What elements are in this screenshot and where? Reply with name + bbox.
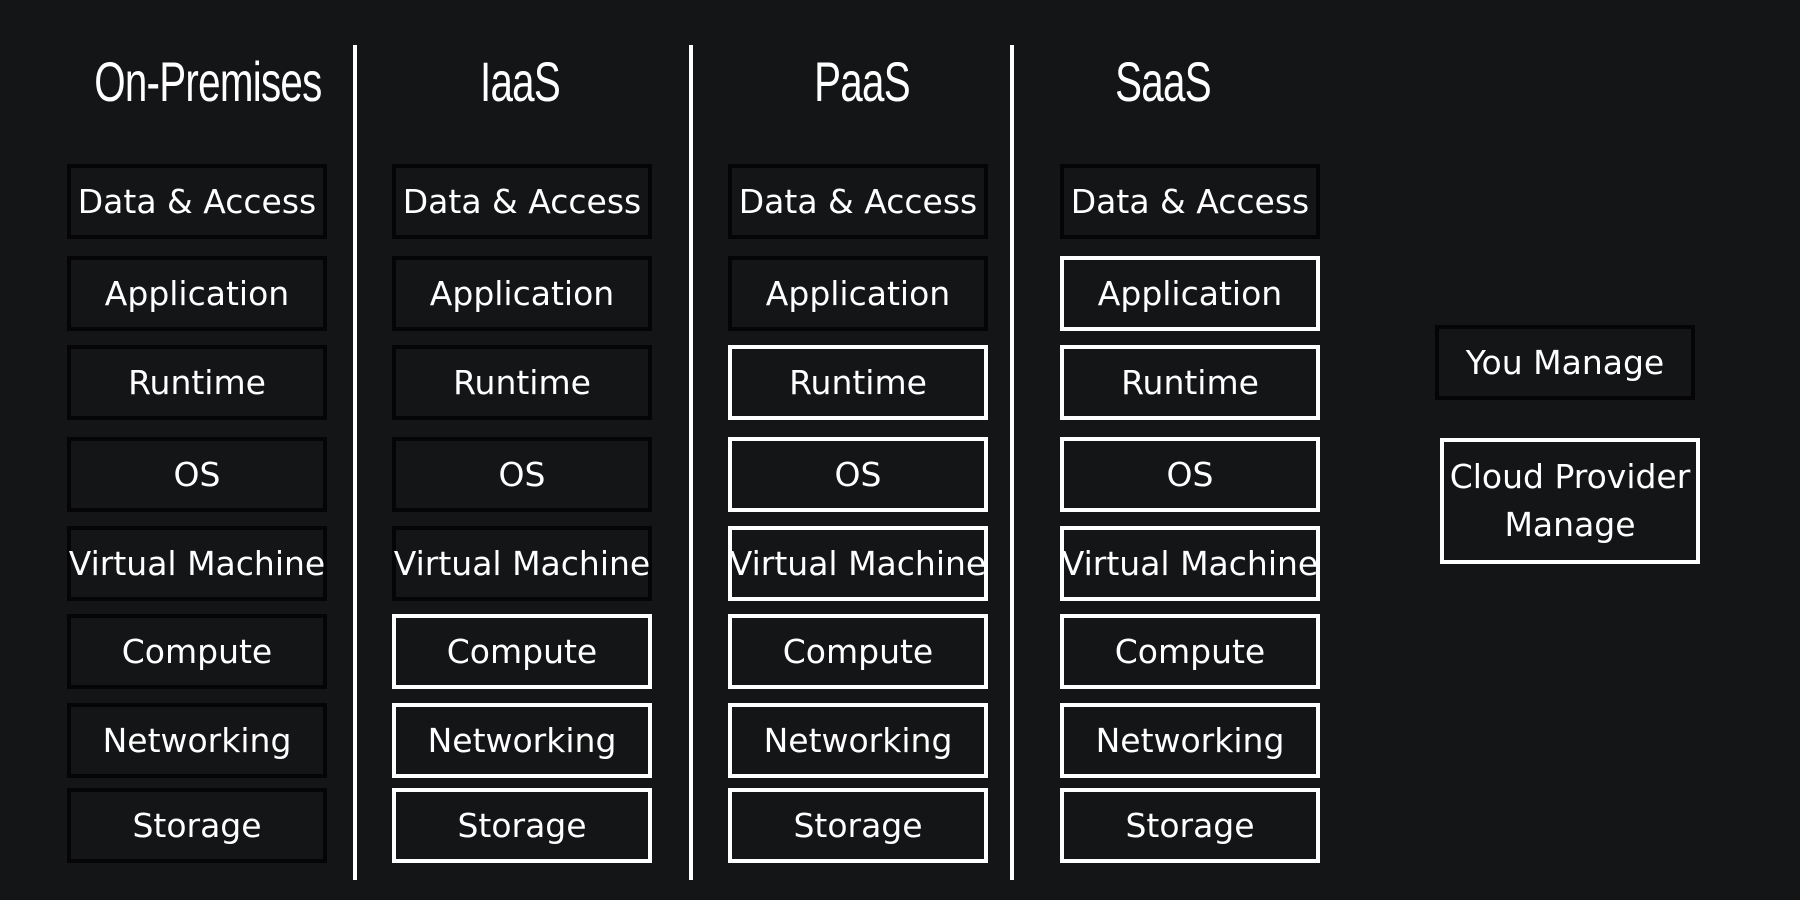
layer-on-premises-data-access: Data & Access xyxy=(67,164,327,239)
layer-paas-networking: Networking xyxy=(728,703,988,778)
layer-paas-application: Application xyxy=(728,256,988,331)
layer-paas-storage: Storage xyxy=(728,788,988,863)
column-title-saas: SaaS xyxy=(1115,50,1211,113)
layer-on-premises-networking: Networking xyxy=(67,703,327,778)
column-divider xyxy=(1010,45,1014,880)
layer-iaas-runtime: Runtime xyxy=(392,345,652,420)
layer-saas-os: OS xyxy=(1060,437,1320,512)
legend-you-manage: You Manage xyxy=(1435,325,1695,400)
layer-paas-runtime: Runtime xyxy=(728,345,988,420)
layer-on-premises-storage: Storage xyxy=(67,788,327,863)
layer-saas-runtime: Runtime xyxy=(1060,345,1320,420)
column-title-iaas: IaaS xyxy=(479,50,561,113)
layer-iaas-networking: Networking xyxy=(392,703,652,778)
layer-paas-data-access: Data & Access xyxy=(728,164,988,239)
layer-on-premises-compute: Compute xyxy=(67,614,327,689)
layer-paas-compute: Compute xyxy=(728,614,988,689)
layer-on-premises-application: Application xyxy=(67,256,327,331)
layer-saas-compute: Compute xyxy=(1060,614,1320,689)
layer-paas-os: OS xyxy=(728,437,988,512)
layer-saas-storage: Storage xyxy=(1060,788,1320,863)
column-divider xyxy=(689,45,693,880)
layer-iaas-application: Application xyxy=(392,256,652,331)
layer-paas-virtual-machine: Virtual Machine xyxy=(728,526,988,601)
layer-saas-networking: Networking xyxy=(1060,703,1320,778)
layer-iaas-storage: Storage xyxy=(392,788,652,863)
layer-on-premises-virtual-machine: Virtual Machine xyxy=(67,526,327,601)
layer-iaas-virtual-machine: Virtual Machine xyxy=(392,526,652,601)
layer-on-premises-os: OS xyxy=(67,437,327,512)
layer-on-premises-runtime: Runtime xyxy=(67,345,327,420)
layer-iaas-compute: Compute xyxy=(392,614,652,689)
legend-cloud-provider-manage: Cloud Provider Manage xyxy=(1440,438,1700,564)
column-title-on-premises: On-Premises xyxy=(94,50,322,113)
layer-saas-data-access: Data & Access xyxy=(1060,164,1320,239)
layer-iaas-data-access: Data & Access xyxy=(392,164,652,239)
layer-iaas-os: OS xyxy=(392,437,652,512)
column-title-paas: PaaS xyxy=(814,50,910,113)
layer-saas-application: Application xyxy=(1060,256,1320,331)
layer-saas-virtual-machine: Virtual Machine xyxy=(1060,526,1320,601)
column-divider xyxy=(353,45,357,880)
